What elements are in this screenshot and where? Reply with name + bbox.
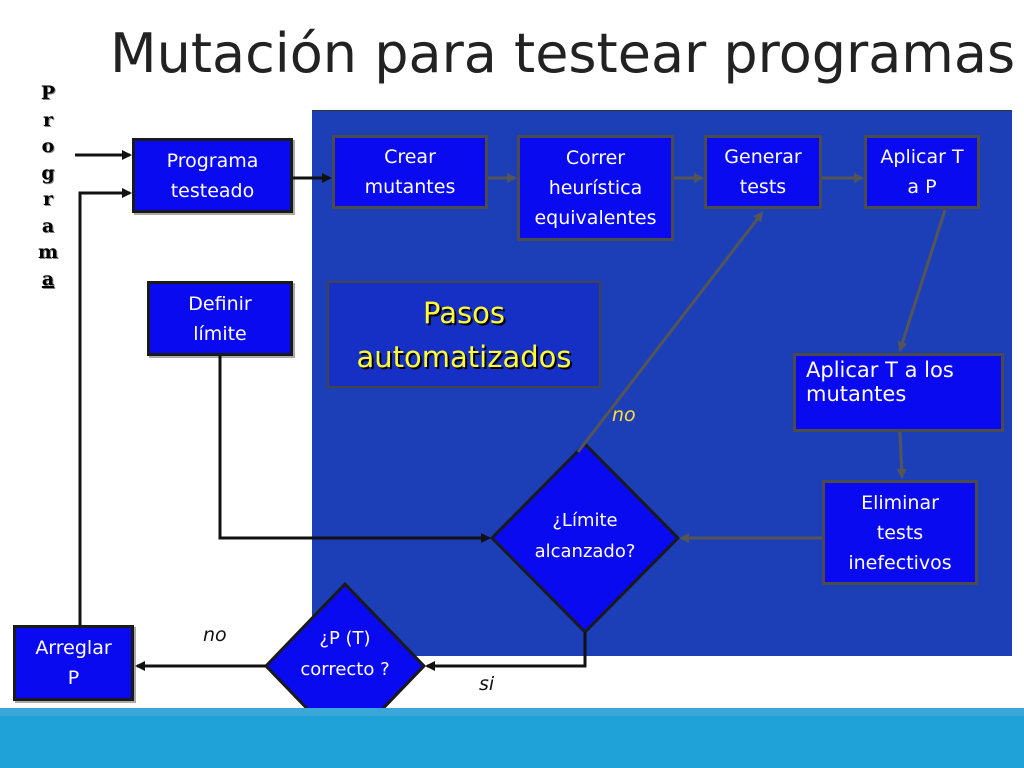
vertical-letter: a (41, 267, 55, 290)
node-programa-testeado: Programa testeado (132, 138, 293, 213)
node-definir-limite: Definir límite (147, 281, 293, 356)
edge-label-si: si (479, 673, 495, 695)
node-eliminar-tests: Eliminar tests inefectivos (822, 480, 978, 585)
node-generar-tests: Generar tests (704, 135, 822, 209)
edge-label-no-upper: no (612, 404, 636, 426)
footer-bar (0, 716, 1024, 768)
node-aplicar-t-mutantes: Aplicar T a los mutantes (793, 353, 1004, 432)
vertical-letter: o (41, 135, 55, 157)
vertical-letter: a (41, 214, 55, 237)
vertical-letter: g (41, 161, 55, 184)
decision-limite-label: ¿Límite alcanzado? (534, 510, 636, 562)
vertical-letter: P (40, 82, 56, 104)
node-correr-heuristica: Correr heurística equivalentes (517, 135, 674, 241)
node-crear-mutantes: Crear mutantes (332, 135, 488, 209)
node-arreglar-p: Arreglar P (13, 625, 134, 701)
vertical-letter: r (42, 108, 53, 131)
node-aplicar-t-a-p: Aplicar T a P (864, 135, 980, 209)
decision-p-correcto-label: ¿P (T) correcto ? (300, 628, 390, 680)
footer-accent-line (0, 708, 1024, 716)
pasos-automatizados-label: Pasos automatizados (327, 281, 601, 388)
programa-vertical-label: P r o g r a m a (36, 80, 60, 292)
vertical-letter: r (42, 188, 53, 210)
vertical-letter: m (37, 241, 59, 263)
edge-label-no-lower: no (203, 624, 227, 646)
page-title: Mutación para testear programas (110, 22, 1016, 85)
